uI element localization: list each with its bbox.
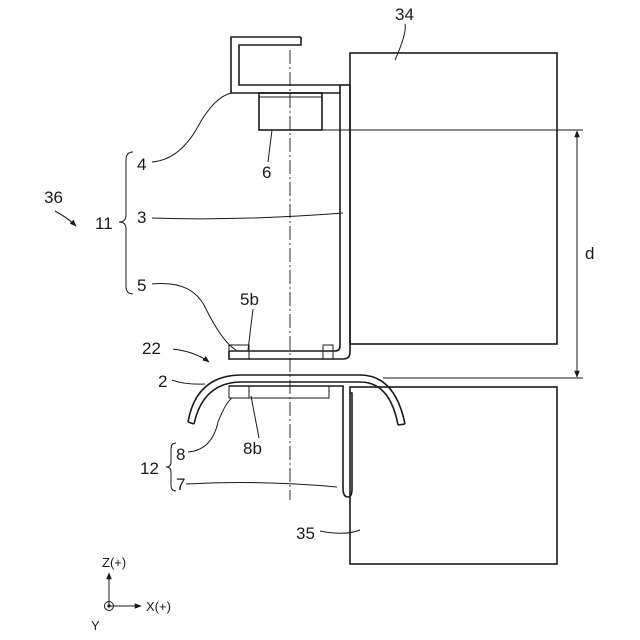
leader-3 — [152, 213, 343, 219]
upper-block — [350, 53, 557, 344]
label-34: 34 — [395, 5, 414, 24]
label-12: 12 — [140, 459, 159, 478]
dimension-label: d — [585, 244, 594, 263]
leader-5b — [248, 309, 253, 350]
leader-6 — [268, 130, 272, 162]
label-8b: 8b — [243, 439, 262, 458]
leader-4 — [152, 93, 232, 162]
label-4: 4 — [137, 155, 146, 174]
z-axis-label: Z(+) — [102, 555, 126, 570]
label-6: 6 — [262, 163, 271, 182]
label-3: 3 — [137, 208, 146, 227]
x-axis-label: X(+) — [146, 599, 171, 614]
label-8: 8 — [176, 445, 185, 464]
leader-22 — [173, 349, 209, 362]
label-7: 7 — [176, 475, 185, 494]
group-12-brace — [166, 443, 176, 491]
label-5: 5 — [137, 276, 146, 295]
lower-block — [350, 387, 557, 564]
group-11-brace — [119, 152, 133, 294]
leader-2 — [172, 380, 205, 384]
leader-36 — [55, 211, 76, 226]
y-axis-dot-icon — [107, 604, 110, 607]
nut-part — [259, 93, 322, 130]
leader-8b — [251, 396, 259, 438]
clip-end-right — [398, 424, 405, 425]
part-8b-block — [229, 386, 249, 398]
clip-end-left — [188, 422, 194, 424]
label-11: 11 — [95, 214, 113, 233]
label-35: 35 — [296, 524, 315, 543]
leader-35 — [320, 530, 360, 533]
leader-34 — [395, 24, 405, 60]
y-axis-label: Y — [91, 618, 100, 633]
label-2: 2 — [158, 372, 167, 391]
leader-8 — [188, 398, 232, 452]
label-5b: 5b — [240, 290, 259, 309]
label-22: 22 — [142, 339, 161, 358]
label-36: 36 — [44, 188, 63, 207]
part-5b-block-right — [323, 345, 333, 359]
leader-5 — [152, 283, 236, 350]
leader-7 — [186, 483, 337, 487]
clip-inner — [194, 382, 398, 425]
lower-plate-block — [249, 386, 329, 398]
